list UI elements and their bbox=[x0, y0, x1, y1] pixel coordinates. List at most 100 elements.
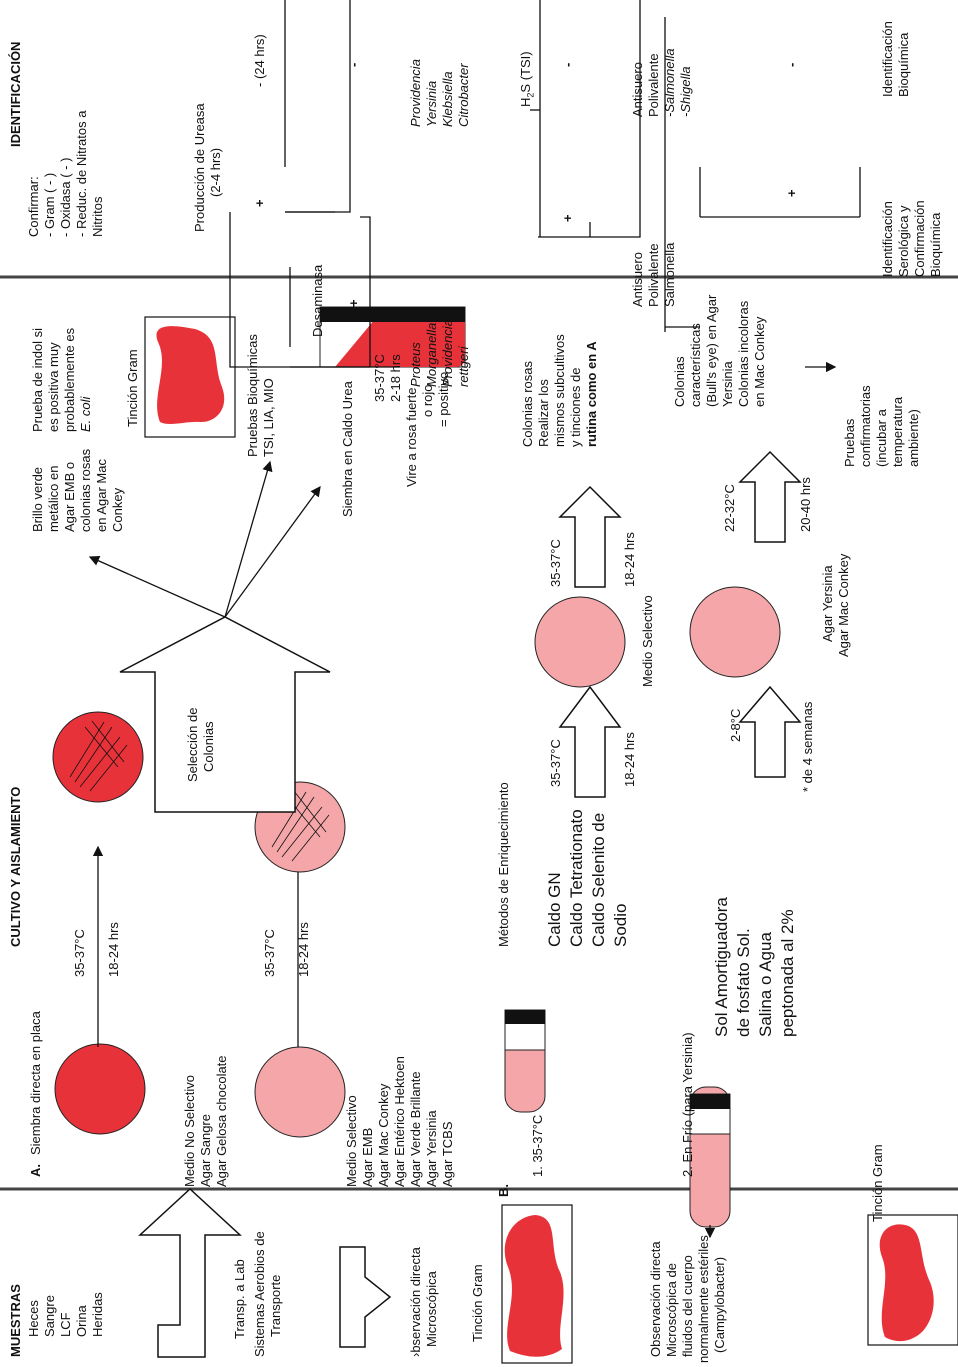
arrow-transp-lab bbox=[138, 1187, 242, 1358]
confirmar-2: - Oxidasa ( - ) bbox=[58, 157, 73, 237]
final1-2: Serológica y bbox=[896, 205, 911, 277]
time-label-2: 18-24 hrs bbox=[296, 922, 311, 977]
antisuero-minus: - bbox=[784, 62, 799, 67]
caract-4: Yersinia bbox=[720, 361, 735, 407]
obs2-label-4: normalmente estériles bbox=[696, 1235, 711, 1363]
pruebas-1: Pruebas Bioquímicas bbox=[245, 334, 260, 457]
antisuero1-2: Polivalente bbox=[646, 243, 661, 307]
confirm-2: confirmatorias bbox=[858, 385, 873, 467]
gram-stain-blob-3 bbox=[156, 326, 225, 424]
h2s-suffix: S (TSI) bbox=[518, 51, 533, 93]
obs2-label-2: Microscópica de bbox=[664, 1263, 679, 1357]
metodos-label: Métodos de Enriquecimiento bbox=[496, 782, 511, 947]
urea-1: 35-37°C bbox=[372, 354, 387, 402]
selectivo-5: Agar Verde Brillante bbox=[408, 1071, 423, 1187]
indol-1: Prueba de indol si bbox=[30, 327, 45, 432]
confirm-1: Pruebas bbox=[842, 418, 857, 467]
confirm-4: temperatura bbox=[890, 396, 905, 467]
caract-6: en Mac Conkey bbox=[752, 316, 767, 407]
h2s-prefix: H bbox=[518, 97, 533, 107]
desaminasa-label: Desaminasa bbox=[310, 264, 325, 337]
gram-stain-blob-2 bbox=[879, 1224, 934, 1342]
urea-2: 2-18 hrs bbox=[388, 354, 403, 402]
ureasa-1: Producción de Ureasa bbox=[192, 103, 207, 232]
identificacion-title: IDENTIFICACIÓN bbox=[8, 41, 23, 147]
no-selectivo-2: Agar Sangre bbox=[198, 1114, 213, 1187]
desaminasa-minus: - bbox=[346, 62, 361, 67]
caract-1: Colonias bbox=[672, 356, 687, 407]
obs2-label-1: Observación directa bbox=[648, 1241, 663, 1357]
b1-time2: 18-24 hrs bbox=[622, 532, 637, 587]
obs1-label-1: ›bservación directa bbox=[408, 1247, 423, 1357]
b1-time: 18-24 hrs bbox=[622, 732, 637, 787]
arrow-to-pruebas bbox=[224, 460, 273, 618]
indol-4: E. coli bbox=[78, 396, 93, 432]
final2-2: Bioquímica bbox=[896, 32, 911, 97]
tincion-label-3: Tinción Gram bbox=[125, 349, 140, 427]
ureasa-2: (2-4 hrs) bbox=[208, 147, 223, 197]
agar-y-1: Agar Yersinia bbox=[820, 565, 835, 642]
muestra-item: Heridas bbox=[90, 1292, 105, 1337]
providencia-4: Citrobacter bbox=[456, 63, 471, 127]
b1-temp2: 35-37°C bbox=[548, 539, 563, 587]
confirmar-3: - Reduc. de Nitratos a bbox=[74, 110, 89, 237]
h2s-label: H2S (TSI) bbox=[518, 51, 539, 107]
colonias-rosas-4: y tinciones de bbox=[568, 367, 583, 448]
transp-lab-label: Transp. a Lab bbox=[232, 1259, 247, 1339]
brillo-1: Brillo verde bbox=[30, 466, 45, 532]
providencia-1: Providencia bbox=[408, 59, 423, 127]
caldo-3: Caldo Selenito de bbox=[589, 812, 608, 947]
sol-3: Salina o Agua bbox=[756, 932, 775, 1037]
plate-red-1 bbox=[54, 1043, 146, 1135]
section-a-label: A. bbox=[28, 1164, 43, 1177]
sistemas-label-1: Sistemas Aerobios de bbox=[252, 1231, 267, 1357]
id-tree-lines bbox=[229, 0, 861, 368]
brillo-6: Conkey bbox=[110, 487, 125, 532]
colonias-rosas-2: Realizar los bbox=[536, 379, 551, 447]
plate-pink-1 bbox=[254, 1046, 346, 1138]
caract-2: características bbox=[688, 323, 703, 407]
sol-2: de fosfato Sol. bbox=[734, 928, 753, 1037]
h2s-minus: - bbox=[560, 62, 575, 67]
urea-tube bbox=[319, 306, 466, 368]
arrow-b1-b bbox=[558, 485, 622, 588]
streak-lines-2 bbox=[271, 790, 330, 862]
final1-1: Identificación bbox=[880, 201, 895, 277]
seleccion-label-1: Selección de bbox=[185, 707, 200, 782]
b1-temp: 35-37°C bbox=[548, 739, 563, 787]
obs1-label-2: Microscópica bbox=[424, 1271, 439, 1347]
temp-label-1: 35-37°C bbox=[72, 929, 87, 977]
confirm-3: (incubar a bbox=[874, 409, 889, 467]
antisuero1-3: Salmonella bbox=[662, 242, 677, 307]
arrow-to-urea bbox=[224, 485, 321, 618]
b2-time: * de 4 semanas bbox=[800, 701, 815, 792]
confirmar-4: Nitritos bbox=[90, 196, 105, 237]
selectivo-2: Agar EMB bbox=[360, 1127, 375, 1187]
plate-pink-b1 bbox=[534, 596, 626, 688]
proteus-2: Morganella bbox=[424, 322, 439, 387]
arrow-to-brillo bbox=[88, 555, 226, 618]
b2-time2: 20-40 hrs bbox=[798, 477, 813, 532]
providencia-3: Klebsiella bbox=[440, 71, 455, 127]
colonias-rosas-5: rutina como en A bbox=[584, 341, 599, 447]
caldo-1: Caldo GN bbox=[545, 872, 564, 947]
brillo-2: metálico en bbox=[46, 465, 61, 532]
muestra-item: Heces bbox=[26, 1300, 41, 1337]
urea-title: Siembra en Caldo Urea bbox=[340, 381, 355, 517]
ureasa-plus: + bbox=[252, 199, 267, 207]
gram-stain-blob-1 bbox=[504, 1215, 564, 1357]
tube-1 bbox=[504, 1009, 546, 1113]
providencia-2: Yersinia bbox=[424, 80, 439, 127]
arrow-b2-b bbox=[738, 450, 802, 543]
plate-pink-b2 bbox=[689, 586, 781, 678]
antisuero-plus: + bbox=[784, 189, 799, 197]
caract-3: (Bull's eye) en Agar bbox=[704, 294, 719, 407]
pruebas-2: TSI, LIA, MIO bbox=[261, 378, 276, 457]
colonias-rosas-1: Colonias rosas bbox=[520, 361, 535, 447]
obs2-label-5: (Campylobacter) bbox=[712, 1256, 727, 1353]
proteus-3: Providencia bbox=[440, 319, 455, 387]
ureasa-minus: - (24 hrs) bbox=[252, 34, 267, 87]
selectivo-3: Agar Mac Conkey bbox=[376, 1083, 391, 1187]
